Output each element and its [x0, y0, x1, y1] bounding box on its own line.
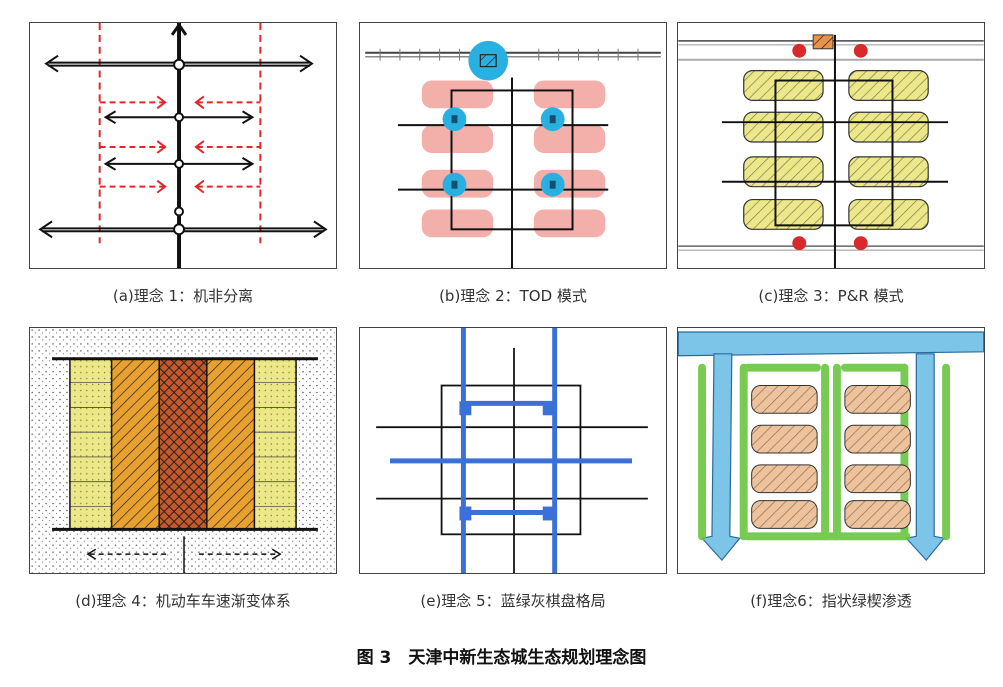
caption-e: (e)理念 5：蓝绿灰棋盘格局: [420, 592, 606, 610]
tod-mode-sketch: [365, 40, 661, 268]
blue-green-grey-grid-sketch: [376, 328, 648, 573]
caption-b: (b)理念 2：TOD 模式: [439, 287, 587, 305]
panel-e-diagram: [359, 327, 667, 574]
caption-c: (c)理念 3：P&R 模式: [758, 287, 904, 305]
panel-f-diagram: [677, 327, 985, 574]
panel-b-diagram: [359, 22, 667, 269]
car-bike-separation-sketch: [38, 23, 328, 268]
figure-title: 图 3 天津中新生态城生态规划理念图: [356, 648, 647, 668]
panel-a-diagram: [29, 22, 337, 269]
speed-gradient-sketch: [30, 328, 336, 573]
finger-green-wedge-sketch: [678, 331, 984, 562]
caption-f: (f)理念6：指状绿楔渗透: [750, 592, 912, 610]
caption-a: (a)理念 1：机非分离: [112, 287, 254, 305]
panel-c-diagram: [677, 22, 985, 269]
caption-d: (d)理念 4：机动车车速渐变体系: [75, 592, 291, 610]
panel-d-diagram: [29, 327, 337, 574]
park-and-ride-sketch: [678, 34, 984, 268]
